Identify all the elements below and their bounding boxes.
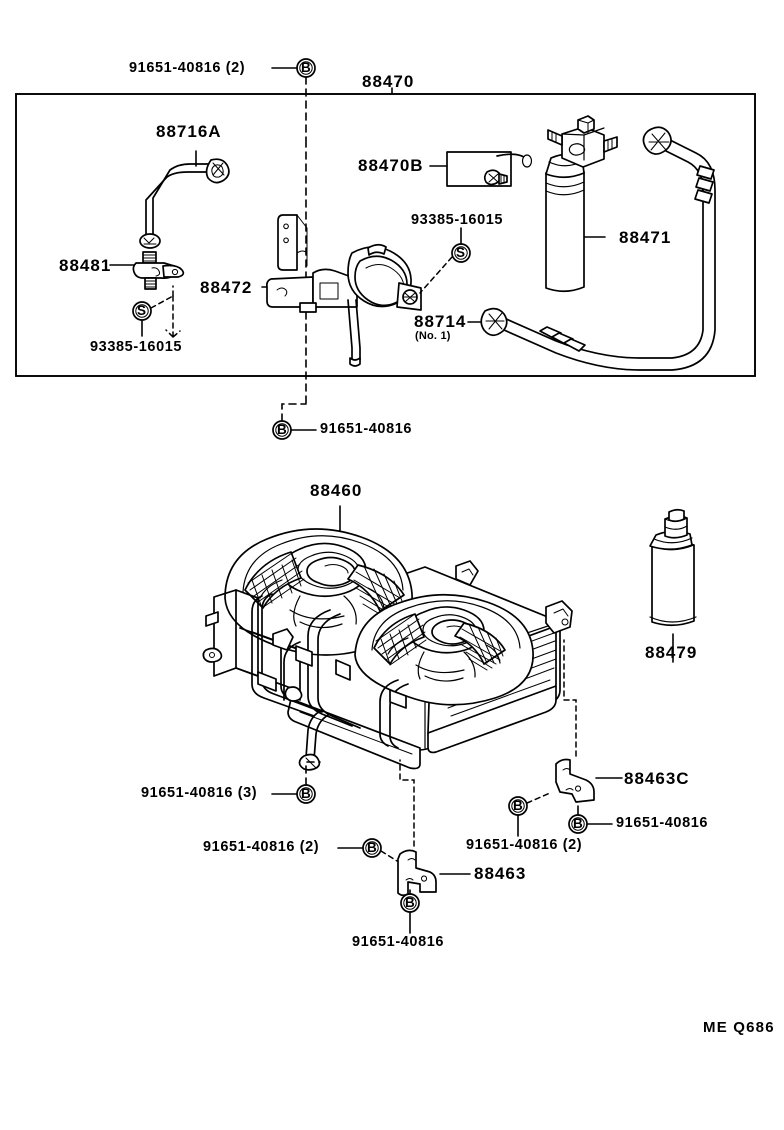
- part-88460-cooling-unit: [202, 505, 573, 771]
- part-88463-bracket: [397, 759, 471, 897]
- label-88472: 88472: [200, 278, 253, 297]
- label-callout-center-bottom: 91651-40816: [352, 934, 445, 950]
- hose-crimp-left: [539, 326, 586, 352]
- part-88470b-kit: [429, 151, 533, 187]
- tube-fitting-right: [205, 158, 230, 184]
- case-right-tabs: [272, 560, 573, 651]
- marker-bolt-right-two: B: [513, 798, 524, 813]
- callout-screw-right: [419, 227, 471, 294]
- callout-bolt-center-two: [337, 838, 398, 862]
- label-88714: 88714: [414, 312, 467, 331]
- label-88716a: 88716A: [156, 122, 222, 141]
- hose-fitting-top-right: [642, 126, 672, 155]
- label-88463c: 88463C: [624, 769, 690, 788]
- clamp-ring: [347, 243, 422, 311]
- marker-bolt-center-bottom: B: [405, 895, 416, 910]
- label-88460: 88460: [310, 481, 363, 500]
- label-93385-left: 93385-16015: [90, 339, 183, 355]
- label-88463: 88463: [474, 864, 527, 883]
- part-88714-hose: [467, 126, 716, 371]
- footer-code: ME Q686: [703, 1019, 775, 1036]
- callout-bolt-top: [271, 58, 316, 405]
- marker-bolt-right-single: B: [573, 816, 584, 831]
- case-tubes: [251, 593, 409, 771]
- label-88481: 88481: [59, 256, 112, 275]
- marker-screw-left: S: [137, 303, 147, 318]
- callout-bolt-right-single: [568, 805, 613, 834]
- label-callout-center-two: 91651-40816 (2): [203, 839, 320, 855]
- part-88472-bracket: [261, 214, 422, 367]
- blower-left: [224, 528, 413, 656]
- blower-right: [354, 593, 534, 706]
- part-88471-receiver-drier: [545, 115, 618, 293]
- marker-bolt-upper-bottom: B: [277, 422, 288, 437]
- marker-screw-right: S: [456, 245, 466, 260]
- part-88479-cartridge: [649, 508, 697, 663]
- tube-fitting-bottom: [139, 233, 161, 249]
- hose-crimp-right: [694, 165, 715, 204]
- label-93385-right: 93385-16015: [411, 212, 504, 228]
- drier-valve-block: [547, 115, 618, 168]
- label-88479: 88479: [645, 643, 698, 662]
- upper-group-frame: [15, 93, 756, 377]
- hose-fitting-left: [480, 307, 508, 337]
- callout-bolt-left-three: [271, 761, 321, 804]
- callout-bolt-upper-bottom: [272, 403, 317, 440]
- label-88470b: 88470B: [358, 156, 424, 175]
- part-88716a-tube: [139, 150, 230, 249]
- callout-bolt-center-bottom: [400, 889, 420, 934]
- label-88471: 88471: [619, 228, 672, 247]
- label-callout-left-three: 91651-40816 (3): [141, 785, 258, 801]
- label-callout-bolt-top: 91651-40816 (2): [129, 60, 246, 76]
- marker-bolt-center-two: B: [367, 840, 378, 855]
- marker-bolt-top: B: [301, 60, 312, 75]
- part-88481-switch: [109, 251, 185, 290]
- marker-bolt-left-three: B: [301, 786, 312, 801]
- label-88714-sub: (No. 1): [415, 330, 451, 342]
- callout-bolt-right-two: [508, 792, 551, 837]
- callout-screw-left: [132, 285, 181, 338]
- label-group-88470: 88470: [362, 72, 415, 91]
- valve-core: [483, 169, 508, 186]
- label-callout-right-two: 91651-40816 (2): [466, 837, 583, 853]
- label-callout-bolt-upper-bottom: 91651-40816: [320, 421, 413, 437]
- label-callout-right-single: 91651-40816: [616, 815, 709, 831]
- part-88463c-bracket: [555, 639, 623, 803]
